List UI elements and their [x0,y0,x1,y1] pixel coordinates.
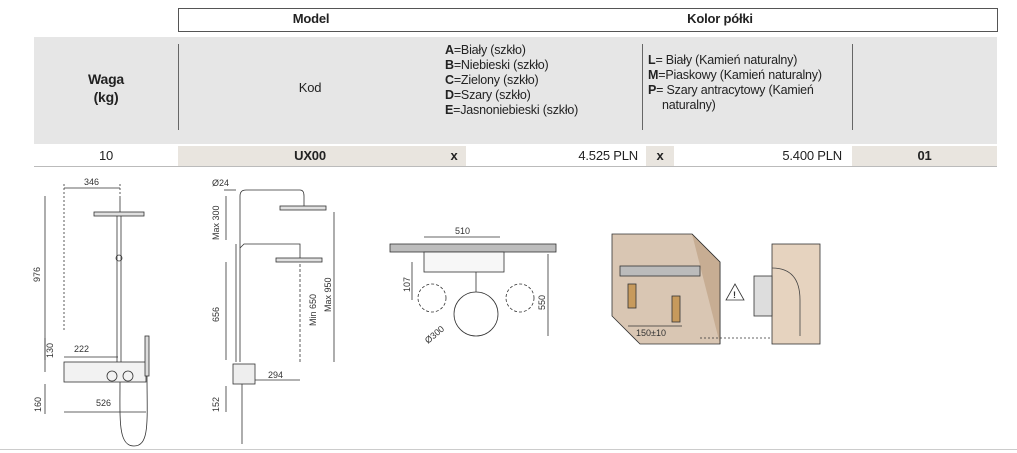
color-option: M=Piaskowy (Kamień naturalny) [648,68,822,82]
dim-346: 346 [84,177,99,187]
dim-550: 550 [537,295,547,310]
color-option: A=Biały (szkło) [445,43,526,57]
dim-152: 152 [211,397,221,412]
technical-drawing: 346 976 222 130 526 160 Ø24 [32,177,821,447]
top-view: 510 107 550 Ø300 [389,226,557,346]
dim-976: 976 [32,267,42,282]
dim-min650: Min 650 [308,294,318,326]
front-view: 346 976 222 130 526 160 [32,177,150,447]
row-waga: 10 [98,148,114,163]
footer-line [0,449,1017,450]
color-option: E=Jasnoniebieski (szkło) [445,103,579,117]
colors-glass-list: A=Biały (szkło) B=Niebieski (szkło) C=Zi… [445,43,578,118]
dim-294: 294 [268,370,283,380]
dim-107: 107 [402,277,412,292]
row-x1: x [442,146,466,166]
separator [642,44,643,130]
dim-222: 222 [74,344,89,354]
side-view: Ø24 Max 300 656 Min 650 Max 950 294 152 [211,178,335,444]
options-row: Waga (kg) Kod A=Biały (szkło) B=Niebiesk… [34,37,997,144]
separator [852,44,853,130]
color-option: P= Szary antracytowy (Kamień [648,83,814,97]
kolor-polki-header: Kolor półki [687,11,753,26]
dim-max300: Max 300 [211,205,221,240]
dim-150: 150±10 [636,328,666,338]
svg-text:!: ! [733,290,736,300]
color-option-cont: naturalny) [662,98,716,112]
table-row: 10 UX00 x 4.525 PLN x 5.400 PLN 01 [34,146,997,166]
dim-510: 510 [455,226,470,236]
row-price2: 5.400 PLN [782,148,842,163]
row-x2: x [646,146,674,166]
dim-dia300: Ø300 [423,324,446,346]
color-option: C=Zielony (szkło) [445,73,539,87]
separator [178,44,179,130]
waga-label: Waga (kg) [34,70,178,106]
colors-stone-list: L= Biały (Kamień naturalny) M=Piaskowy (… [648,53,848,113]
table-header: Model Kolor półki [178,8,998,32]
dim-130: 130 [45,343,55,358]
dim-max950: Max 950 [323,277,333,312]
install-view: 150±10 ! [611,233,821,345]
dim-160: 160 [33,397,43,412]
row-kod: UX00 [178,146,442,166]
model-header: Model [292,11,330,26]
waga-label-line2: (kg) [93,89,119,105]
dim-dia24: Ø24 [212,178,229,188]
row-divider [34,166,997,167]
waga-label-line1: Waga [87,71,125,87]
kod-label: Kod [298,80,322,95]
row-suffix: 01 [852,146,997,166]
color-option: L= Biały (Kamień naturalny) [648,53,798,67]
color-option: D=Szary (szkło) [445,88,531,102]
dim-656: 656 [211,307,221,322]
dim-526: 526 [96,398,111,408]
row-price1: 4.525 PLN [578,148,638,163]
color-option: B=Niebieski (szkło) [445,58,549,72]
